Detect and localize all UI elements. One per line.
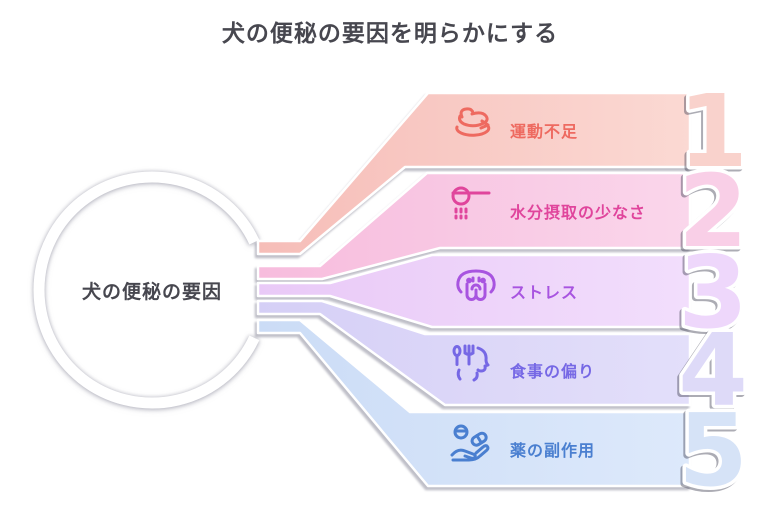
center-topic-label: 犬の便秘の要因 bbox=[81, 280, 222, 303]
item-label-3: ストレス bbox=[510, 283, 579, 302]
running-dog-icon bbox=[455, 107, 491, 137]
item-number-4: 4 bbox=[678, 312, 748, 429]
hand-pills-icon bbox=[450, 424, 490, 462]
water-bowl-icon bbox=[451, 186, 491, 220]
item-label-2: 水分摂取の少なさ bbox=[510, 202, 647, 222]
item-ribbon-2 bbox=[256, 171, 692, 281]
item-ribbon-3 bbox=[256, 253, 692, 329]
item-number-3: 3 bbox=[678, 234, 748, 351]
item-number-1: 1 bbox=[678, 73, 748, 190]
sad-dog-face-icon bbox=[456, 269, 496, 301]
page-title: 犬の便秘の要因を明らかにする bbox=[221, 21, 559, 47]
item-label-4: 食事の偏り bbox=[510, 361, 596, 381]
utensils-head-icon bbox=[452, 344, 490, 382]
center-ring bbox=[33, 171, 260, 409]
item-ribbon-5 bbox=[256, 318, 692, 488]
item-label-1: 運動不足 bbox=[510, 122, 579, 141]
item-label-5: 薬の副作用 bbox=[510, 441, 596, 460]
item-number-2: 2 bbox=[678, 153, 748, 270]
item-number-5: 5 bbox=[678, 392, 748, 509]
item-ribbon-1 bbox=[256, 91, 692, 256]
